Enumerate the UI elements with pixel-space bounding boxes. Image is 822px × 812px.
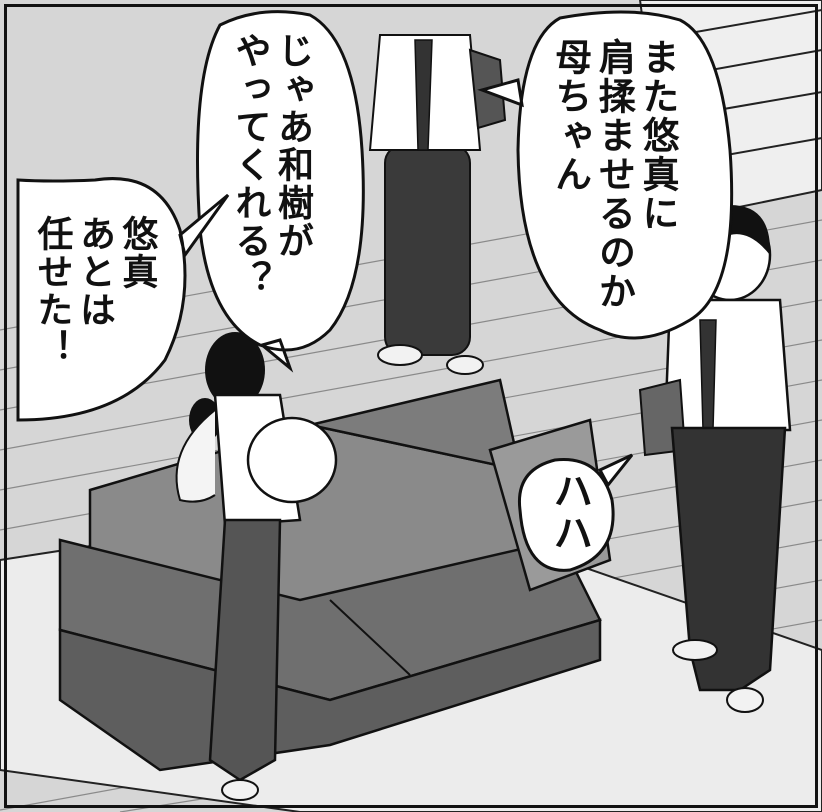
bubble-right-small-shape bbox=[517, 453, 634, 572]
bubble-middle-shape bbox=[196, 10, 365, 373]
speech-middle: じゃあ和樹が やってくれる？ bbox=[229, 32, 313, 298]
speech-left: 悠真 あとは 任せた！ bbox=[31, 215, 158, 367]
bubble-top-right-shape bbox=[477, 10, 734, 340]
bubble-left-shape bbox=[16, 177, 230, 422]
standing-man-right bbox=[638, 205, 792, 713]
speech-top-right: また悠真に 肩揉ませるのか 母ちゃん bbox=[548, 38, 679, 311]
speech-right-small: ハハ bbox=[546, 470, 593, 554]
standing-woman-left bbox=[175, 332, 338, 801]
